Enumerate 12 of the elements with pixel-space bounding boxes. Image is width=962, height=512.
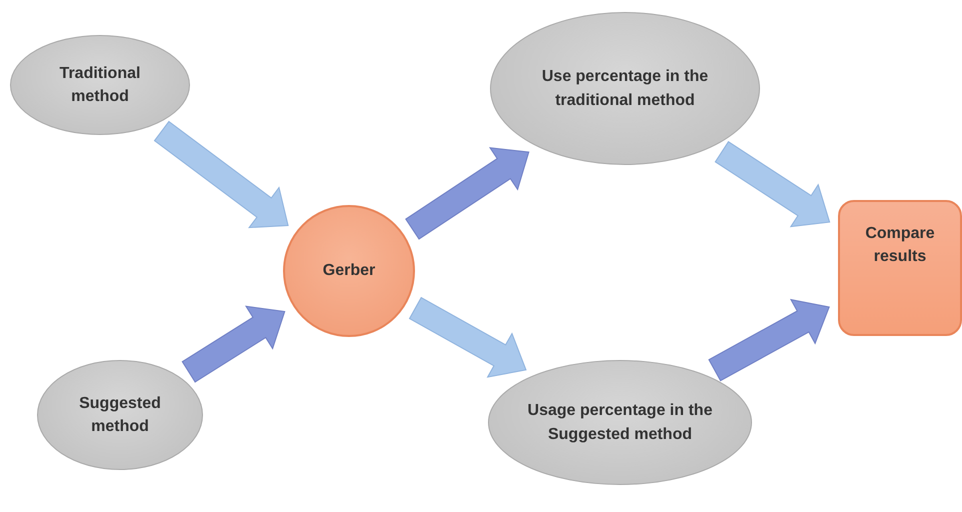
block-arrow (708, 298, 830, 382)
block-arrow (182, 306, 286, 383)
rounded-box (838, 200, 962, 336)
block-arrow (154, 120, 289, 228)
node-label: Usage percentage in the Suggested method (526, 401, 714, 444)
node-label: Suggested method (78, 394, 162, 437)
node-label: Traditional method (58, 64, 142, 107)
block-arrow (405, 147, 530, 240)
node-label: Compare results (864, 224, 936, 268)
node-label: Gerber (322, 261, 376, 282)
node-label: Use percentage in the traditional method (540, 67, 710, 110)
block-arrow (408, 296, 527, 378)
